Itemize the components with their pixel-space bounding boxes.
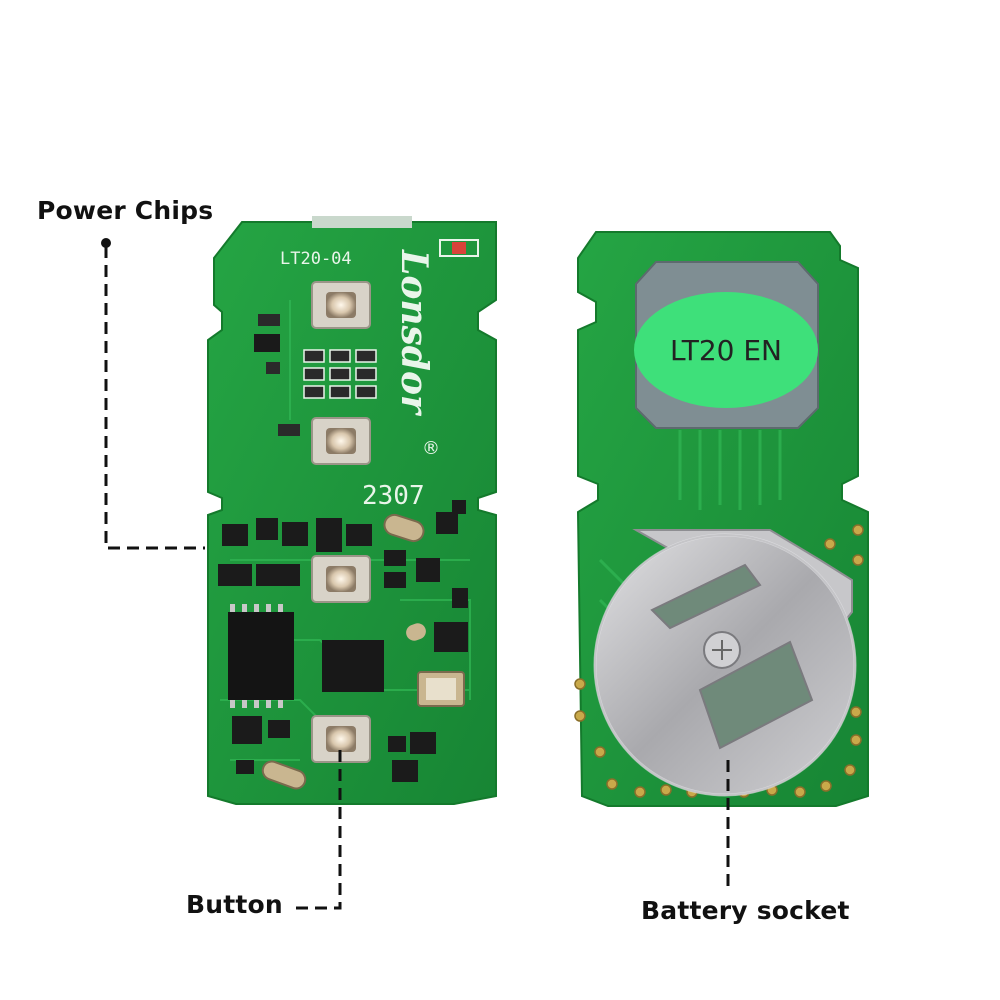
brand-silk: Lonsdor [393, 249, 435, 417]
ic-chip-large [228, 612, 294, 700]
battery-socket-callout: Battery socket [641, 896, 850, 925]
front-button-2[interactable] [311, 417, 371, 465]
front-button-3[interactable] [311, 555, 371, 603]
power-chip-2 [282, 522, 308, 546]
mcu-chip [322, 640, 384, 692]
front-pcb: LT20-04 Lonsdor ® 2307 [207, 216, 497, 805]
button-callout: Button [186, 890, 283, 919]
sticker-text: LT20 EN [670, 334, 782, 367]
back-pcb: LT20 EN [574, 231, 869, 807]
lt20-en-sticker [634, 292, 818, 408]
battery-holder [593, 529, 857, 797]
power-chips-callout: Power Chips [37, 196, 214, 225]
front-button-4[interactable] [311, 715, 371, 763]
front-model-silk: LT20-04 [280, 249, 352, 269]
power-chips-dot [101, 238, 111, 248]
power-chips-leader [104, 246, 205, 550]
front-button-1[interactable] [311, 281, 371, 329]
power-chip-1 [222, 524, 248, 546]
button-leader [296, 748, 342, 910]
callout-lines [104, 246, 730, 910]
date-code-silk: 2307 [362, 481, 425, 511]
registered-mark: ® [422, 438, 440, 459]
